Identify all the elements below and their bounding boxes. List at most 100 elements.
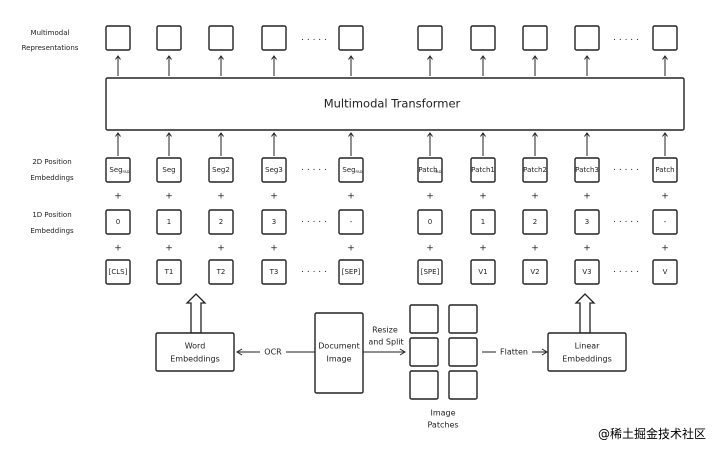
image-token-label: V1 (478, 268, 487, 276)
image-pos-box (470, 209, 496, 235)
plus-sign: + (661, 192, 669, 202)
image-seg-box (522, 157, 548, 183)
plus-sign: + (531, 244, 539, 254)
row-label-multimodal-line2: Representations (22, 44, 79, 52)
output-representation-box (261, 25, 287, 51)
image-patch-box (448, 370, 478, 400)
input-arrow-head (532, 132, 538, 137)
text-seg-box (338, 157, 364, 183)
row-ellipsis-text: · · · · · (301, 218, 327, 228)
text-seg-label: Seg3 (265, 166, 283, 174)
word-embeddings-box (155, 332, 235, 372)
output-arrow-head (115, 55, 121, 60)
plus-sign: + (114, 192, 122, 202)
input-arrow-head (427, 132, 433, 137)
image-pos-label: 2 (533, 218, 537, 226)
image-token-box (652, 259, 678, 285)
image-token-label: V3 (582, 268, 591, 276)
text-token-box (156, 259, 182, 285)
text-seg-box (261, 157, 287, 183)
text-pos-box (338, 209, 364, 235)
image-seg-label: Patch (418, 166, 437, 174)
row-ellipsis-image: · · · · · (613, 166, 639, 176)
text-pos-label: 1 (167, 218, 171, 226)
text-seg-subscript: PAD (356, 170, 363, 174)
plus-sign: + (165, 192, 173, 202)
document-image-box (314, 312, 364, 394)
image-patch-box (409, 337, 439, 367)
text-token-box (261, 259, 287, 285)
image-pos-label: 1 (481, 218, 485, 226)
output-arrow-head (218, 55, 224, 60)
output-arrow-head (166, 55, 172, 60)
plus-sign: + (426, 244, 434, 254)
row-ellipsis-text: · · · · · (301, 166, 327, 176)
output-representation-box (652, 25, 678, 51)
text-seg-box (105, 157, 131, 183)
document-image-label-2: Image (326, 355, 351, 364)
ocr-arrow-head (236, 348, 243, 356)
row-label-1d-line1: 1D Position (32, 211, 71, 219)
image-seg-box (470, 157, 496, 183)
plus-sign: + (583, 244, 591, 254)
input-arrow-head (271, 132, 277, 137)
image-seg-box (417, 157, 443, 183)
text-seg-box (156, 157, 182, 183)
image-pos-label: - (664, 218, 667, 226)
image-patch-box (448, 304, 478, 334)
text-token-box (105, 259, 131, 285)
text-token-box (208, 259, 234, 285)
row-ellipsis-image: · · · · · (613, 218, 639, 228)
image-patch-box (409, 304, 439, 334)
text-pos-label: 2 (219, 218, 223, 226)
image-token-box (574, 259, 600, 285)
plus-sign: + (217, 192, 225, 202)
row-ellipsis-image: · · · · · (613, 268, 639, 278)
image-seg-label: Patch2 (523, 166, 547, 174)
output-ellipsis-image: · · · · · (613, 36, 639, 46)
input-arrow-head (115, 132, 121, 137)
image-seg-label: Patch3 (575, 166, 599, 174)
image-pos-label: 0 (428, 218, 432, 226)
output-representation-box (574, 25, 600, 51)
plus-sign: + (270, 192, 278, 202)
image-seg-label: Patch (655, 166, 674, 174)
row-label-2d-line2: Embeddings (30, 174, 74, 182)
resize-arrow-head (399, 348, 406, 356)
text-pos-box (208, 209, 234, 235)
flatten-label: Flatten (500, 348, 528, 357)
image-token-label: V2 (530, 268, 539, 276)
word-embeddings-label-1: Word (185, 342, 206, 351)
row-label-2d-line1: 2D Position (32, 158, 71, 166)
plus-sign: + (426, 192, 434, 202)
linear-embeddings-box (547, 332, 627, 372)
row-ellipsis-text: · · · · · (301, 268, 327, 278)
flatten-arrow-head (541, 348, 548, 356)
image-patches-label-1: Image (430, 409, 455, 418)
resize-label-1: Resize (372, 326, 398, 335)
output-arrow-head (584, 55, 590, 60)
plus-sign: + (479, 244, 487, 254)
plus-sign: + (531, 192, 539, 202)
plus-sign: + (217, 244, 225, 254)
text-seg-box (208, 157, 234, 183)
output-representation-box (417, 25, 443, 51)
output-representation-box (105, 25, 131, 51)
text-token-label: T1 (164, 268, 174, 276)
image-pos-box (417, 209, 443, 235)
text-seg-subscript: PAD (123, 170, 130, 174)
transformer-label: Multimodal Transformer (324, 97, 461, 111)
plus-sign: + (114, 244, 122, 254)
input-arrow-head (584, 132, 590, 137)
plus-sign: + (661, 244, 669, 254)
text-pos-label: 3 (272, 218, 276, 226)
output-representation-box (156, 25, 182, 51)
resize-label-2: and Split (368, 338, 403, 347)
plus-sign: + (347, 244, 355, 254)
output-arrow-head (348, 55, 354, 60)
image-patch-box (448, 337, 478, 367)
image-seg-box (574, 157, 600, 183)
output-arrow-head (271, 55, 277, 60)
image-pos-box (652, 209, 678, 235)
